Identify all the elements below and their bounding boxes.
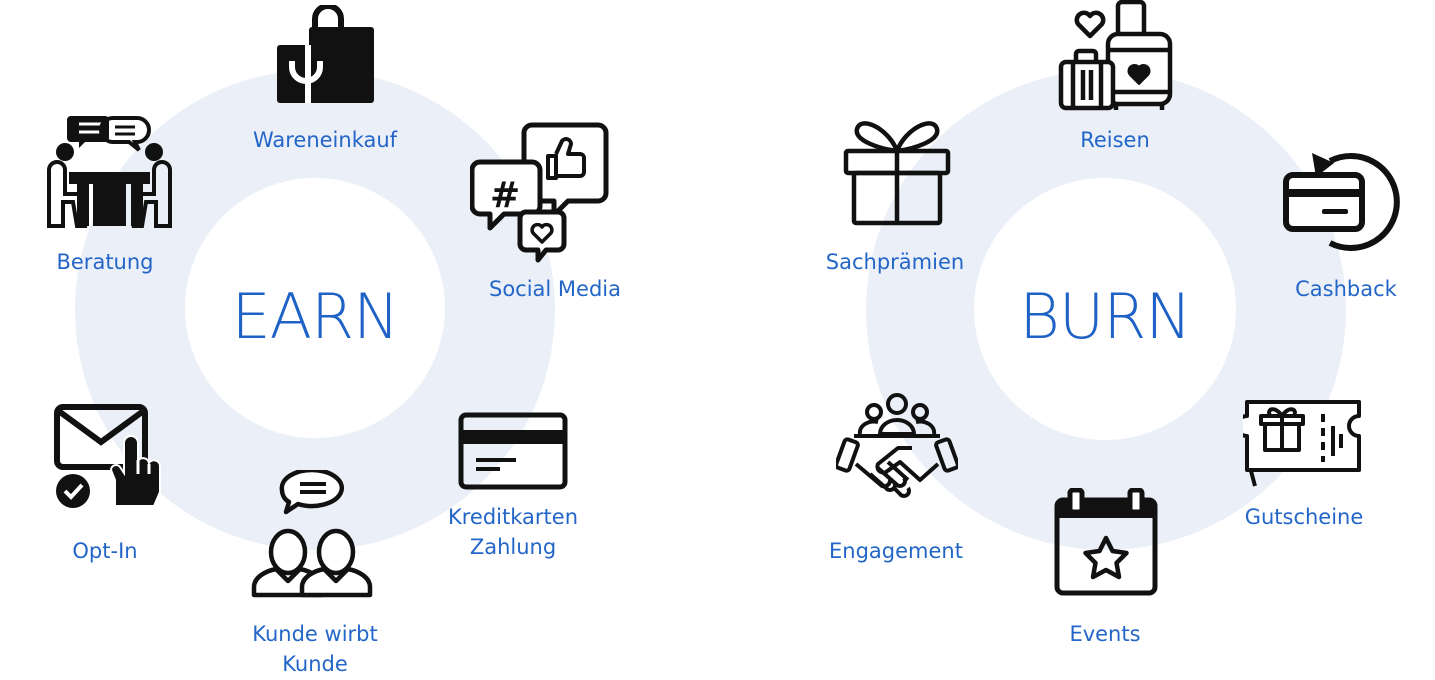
social-media-bubbles-icon: # [470, 120, 610, 265]
cashback-card-icon [1282, 145, 1402, 253]
earn-ring-center [185, 178, 445, 438]
earn-center-label: EARN [231, 280, 399, 353]
burn-item-label: Cashback [1295, 277, 1397, 301]
gift-box-icon [842, 115, 952, 227]
burn-item-label: Reisen [1080, 128, 1150, 152]
burn-ring-center [974, 178, 1236, 440]
travel-luggage-icon [1058, 0, 1173, 112]
earn-item-label: Social Media [488, 277, 621, 301]
earn-item-label: Opt-In [72, 539, 138, 563]
burn-item-label: Events [1069, 622, 1141, 646]
consultation-icon [47, 112, 172, 230]
handshake-community-icon [836, 392, 958, 510]
gift-voucher-icon [1243, 388, 1368, 490]
shopping-bag-icon [275, 5, 375, 105]
earn-item-label: Kreditkarten Zahlung [447, 505, 579, 559]
burn-item-label: Gutscheine [1244, 505, 1364, 529]
event-calendar-star-icon [1052, 488, 1160, 598]
credit-card-icon [458, 410, 568, 490]
svg-text:#: # [490, 175, 520, 216]
burn-center-label: BURN [1019, 280, 1191, 353]
earn-item-label: Beratung [56, 250, 154, 274]
burn-item-label: Engagement [829, 539, 963, 563]
email-opt-in-icon [52, 402, 162, 510]
earn-item-label: Wareneinkauf [252, 128, 398, 152]
earn-item-label: Kunde wirbt Kunde [252, 622, 378, 676]
referral-people-icon [250, 470, 375, 598]
burn-item-label: Sachprämien [825, 250, 965, 274]
